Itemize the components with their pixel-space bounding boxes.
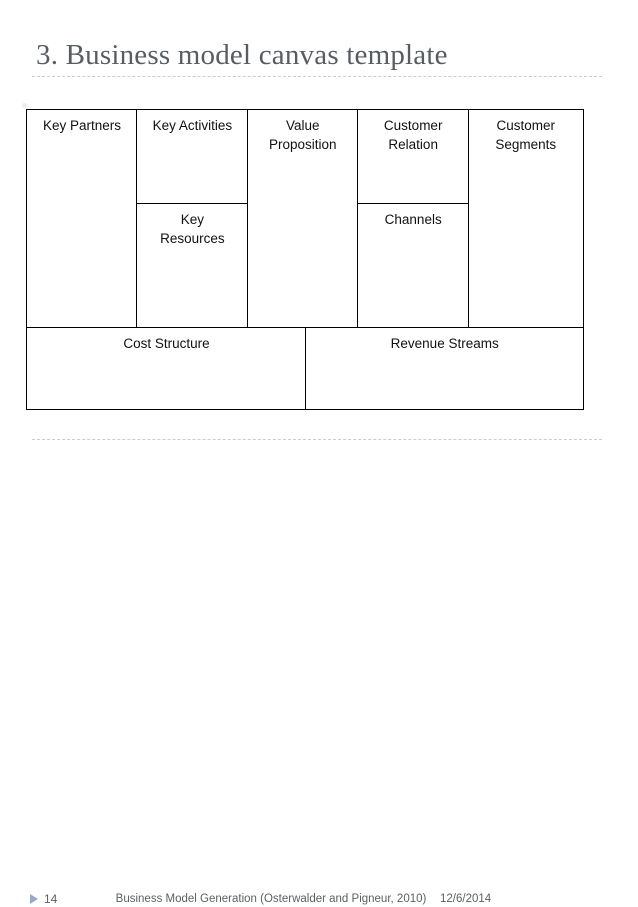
slide-footer: 14 Business Model Generation (Osterwalde… [0, 444, 638, 906]
canvas-cell-revenue-streams[interactable]: Revenue Streams [305, 327, 584, 410]
footer-date: 12/6/2014 [440, 893, 492, 905]
canvas-cell-cost-structure[interactable]: Cost Structure [26, 327, 307, 410]
canvas-corner-mark [22, 103, 27, 108]
canvas-cell-key-activities[interactable]: Key Activities [136, 109, 249, 205]
play-triangle-icon [30, 894, 38, 904]
cell-label-cost-structure: Cost Structure [123, 336, 210, 352]
footer-credit: Business Model Generation (Osterwalder a… [115, 893, 427, 905]
title-divider [32, 76, 602, 77]
page-title: 3. Business model canvas template [36, 39, 448, 71]
cell-label-key-partners: Key Partners [42, 118, 122, 133]
footer-divider [32, 439, 602, 440]
cell-label-channels: Channels [384, 212, 442, 228]
canvas-cell-channels[interactable]: Channels [357, 203, 470, 329]
cell-label-revenue-streams: Revenue Streams [390, 336, 499, 352]
canvas-cell-key-partners[interactable]: Key Partners [26, 109, 138, 329]
page-number: 14 [44, 892, 58, 906]
cell-label-key-activities: Key Activities [152, 118, 233, 133]
